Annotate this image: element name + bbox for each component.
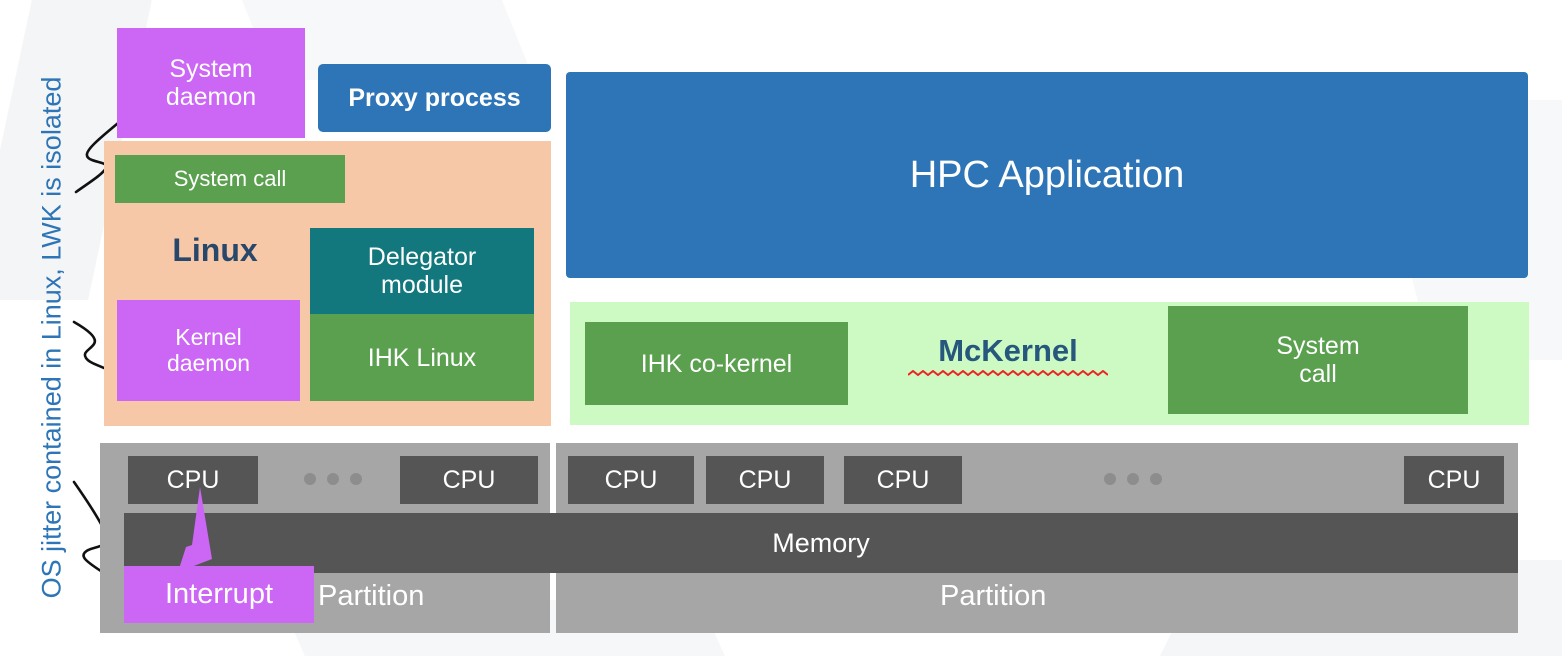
cpu-box[interactable]: CPU (568, 456, 694, 504)
cpu-box[interactable]: CPU (128, 456, 258, 504)
ihk-linux-box[interactable]: IHK Linux (310, 314, 534, 401)
delegator-module-box[interactable]: Delegator module (310, 228, 534, 314)
ihk-co-kernel-box[interactable]: IHK co-kernel (585, 322, 848, 405)
mckernel-system-call-box[interactable]: System call (1168, 306, 1468, 414)
ellipsis-icon (1104, 473, 1162, 485)
mckernel-label: McKernel (895, 333, 1121, 378)
spellcheck-squiggle-icon (908, 369, 1108, 376)
vertical-caption: OS jitter contained in Linux, LWK is iso… (36, 76, 67, 599)
cpu-box[interactable]: CPU (1404, 456, 1504, 504)
partition-label-left: Partition (318, 579, 425, 612)
system-daemon-box[interactable]: System daemon (117, 28, 305, 138)
ellipsis-icon (304, 473, 362, 485)
cpu-box[interactable]: CPU (400, 456, 538, 504)
cpu-box[interactable]: CPU (706, 456, 824, 504)
hpc-application-box[interactable]: HPC Application (566, 72, 1528, 278)
linux-label: Linux (172, 232, 258, 269)
proxy-process-box[interactable]: Proxy process (318, 64, 551, 132)
kernel-daemon-box[interactable]: Kernel daemon (117, 300, 300, 401)
memory-bar: Memory (124, 513, 1518, 573)
cpu-box[interactable]: CPU (844, 456, 962, 504)
linux-system-call-box[interactable]: System call (115, 155, 345, 203)
interrupt-callout[interactable]: Interrupt (124, 566, 314, 623)
mckernel-label-text: McKernel (938, 333, 1078, 368)
partition-label-right: Partition (940, 579, 1047, 612)
interrupt-pointer-tail-icon (178, 487, 212, 572)
